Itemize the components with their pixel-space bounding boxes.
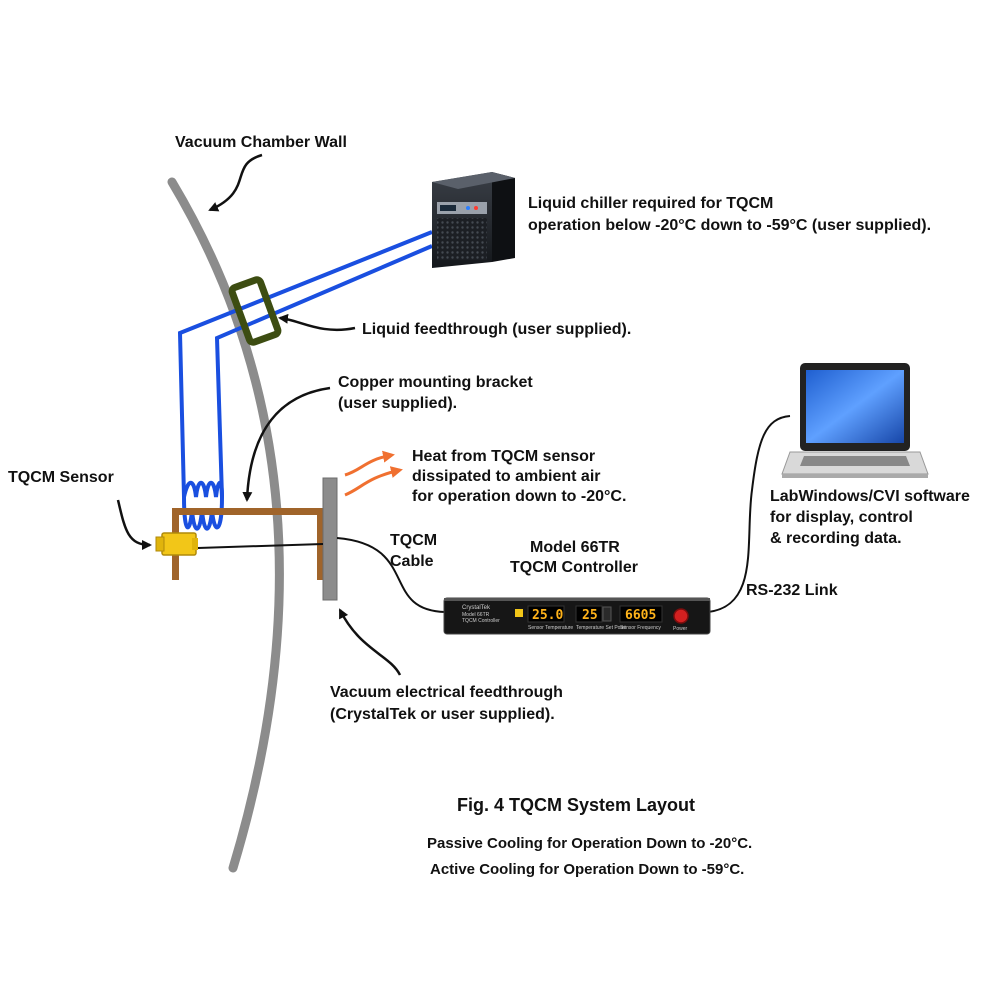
heat-arrows <box>344 450 403 497</box>
electrical-feedthrough <box>322 477 338 601</box>
label-chiller-line2: operation below -20°C down to -59°C (use… <box>528 217 931 234</box>
caption-line2: Active Cooling for Operation Down to -59… <box>430 861 744 878</box>
label-heat-line3: for operation down to -20°C. <box>412 488 626 505</box>
display-setpoint: 25 <box>582 608 598 623</box>
controller-subtitle: TQCM Controller <box>462 618 500 624</box>
display-frequency: 6605 <box>625 608 656 623</box>
label-cable-line2: Cable <box>390 553 434 570</box>
label-software-line2: for display, control <box>770 509 913 526</box>
label-heat-line2: dissipated to ambient air <box>412 468 600 485</box>
chamber-wall <box>167 177 284 873</box>
label-power: Power <box>673 626 688 632</box>
label-setpoint: Temperature Set Point <box>576 625 626 631</box>
label-tqcm-sensor: TQCM Sensor <box>8 469 114 486</box>
label-controller-line1: Model 66TR <box>530 539 620 556</box>
label-liquid-feedthrough: Liquid feedthrough (user supplied). <box>362 321 631 338</box>
label-software-line3: & recording data. <box>770 530 902 547</box>
tqcm-controller: CrystalTek Model 66TR TQCM Controller 25… <box>443 597 711 635</box>
caption-line1: Passive Cooling for Operation Down to -2… <box>427 835 752 852</box>
label-bracket-line2: (user supplied). <box>338 395 457 412</box>
controller-brand: CrystalTek <box>462 605 491 611</box>
label-sensor-temperature: Sensor Temperature <box>528 625 573 631</box>
label-elec-feedthrough-line1: Vacuum electrical feedthrough <box>330 684 563 701</box>
caption-title: Fig. 4 TQCM System Layout <box>457 795 695 815</box>
tqcm-sensor <box>155 532 198 556</box>
display-temperature: 25.0 <box>532 608 563 623</box>
label-heat-line1: Heat from TQCM sensor <box>412 448 595 465</box>
cables <box>197 415 791 613</box>
label-elec-feedthrough-line2: (CrystalTek or user supplied). <box>330 706 555 723</box>
laptop <box>781 363 929 478</box>
liquid-feedthrough <box>228 276 282 346</box>
label-chamber-wall: Vacuum Chamber Wall <box>175 134 347 151</box>
leader-arrows <box>116 153 402 676</box>
label-software-line1: LabWindows/CVI software <box>770 488 970 505</box>
label-sensor-frequency: Sensor Frequency <box>620 625 661 631</box>
label-rs232: RS-232 Link <box>746 582 838 599</box>
label-chiller-line1: Liquid chiller required for TQCM <box>528 195 773 212</box>
liquid-chiller <box>432 172 515 268</box>
label-bracket-line1: Copper mounting bracket <box>338 374 533 391</box>
controller-model: Model 66TR <box>462 612 490 618</box>
label-controller-line2: TQCM Controller <box>510 559 638 576</box>
label-cable-line1: TQCM <box>390 532 437 549</box>
